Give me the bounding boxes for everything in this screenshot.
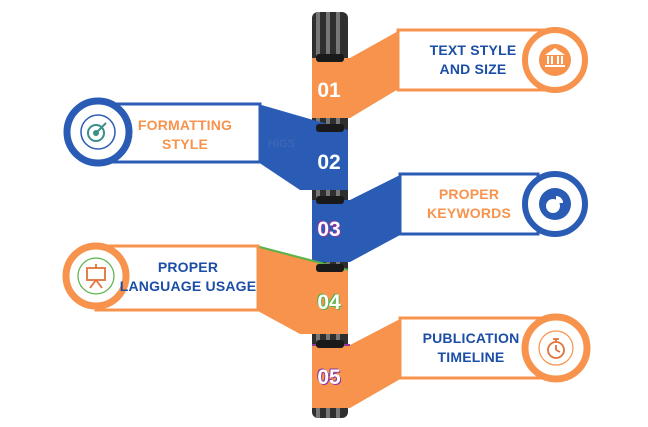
step-1-shape <box>312 27 588 118</box>
step-4-label: PROPER LANGUAGE USAGE <box>118 258 258 296</box>
step-4-number: 04 <box>317 291 341 314</box>
step-1-number: 01 <box>317 79 341 102</box>
step-3-label: PROPER KEYWORDS <box>402 185 536 223</box>
step-1-line1: TEXT STYLE <box>429 42 517 58</box>
step-3-shape <box>312 171 588 262</box>
step-3-number: 03 <box>317 218 341 241</box>
target-icon <box>87 122 107 142</box>
bank-icon <box>545 48 565 67</box>
pie-chart-icon <box>546 196 563 213</box>
step-4-line1: PROPER <box>157 259 219 275</box>
pole-clamps <box>316 54 344 348</box>
step-5-line2: TIMELINE <box>437 349 505 365</box>
step-2-line1: FORMATTING <box>137 117 233 133</box>
step-5-line1: PUBLICATION <box>422 330 520 346</box>
step-5-shape <box>312 313 591 408</box>
step-5-number: 05 <box>317 366 341 389</box>
presentation-icon <box>86 264 106 289</box>
watermark: HIGS <box>268 138 295 150</box>
step-3-line1: PROPER <box>438 186 500 202</box>
step-1-line2: AND SIZE <box>439 61 507 77</box>
step-2-label: FORMATTING STYLE <box>110 116 260 154</box>
step-2-line2: STYLE <box>161 136 209 152</box>
step-3-line2: KEYWORDS <box>426 205 512 221</box>
step-4-line2: LANGUAGE USAGE <box>119 278 257 294</box>
step-2-number: 02 <box>317 151 341 174</box>
step-1-label: TEXT STYLE AND SIZE <box>400 41 546 79</box>
stopwatch-icon <box>547 338 565 359</box>
step-5-label: PUBLICATION TIMELINE <box>402 329 540 367</box>
